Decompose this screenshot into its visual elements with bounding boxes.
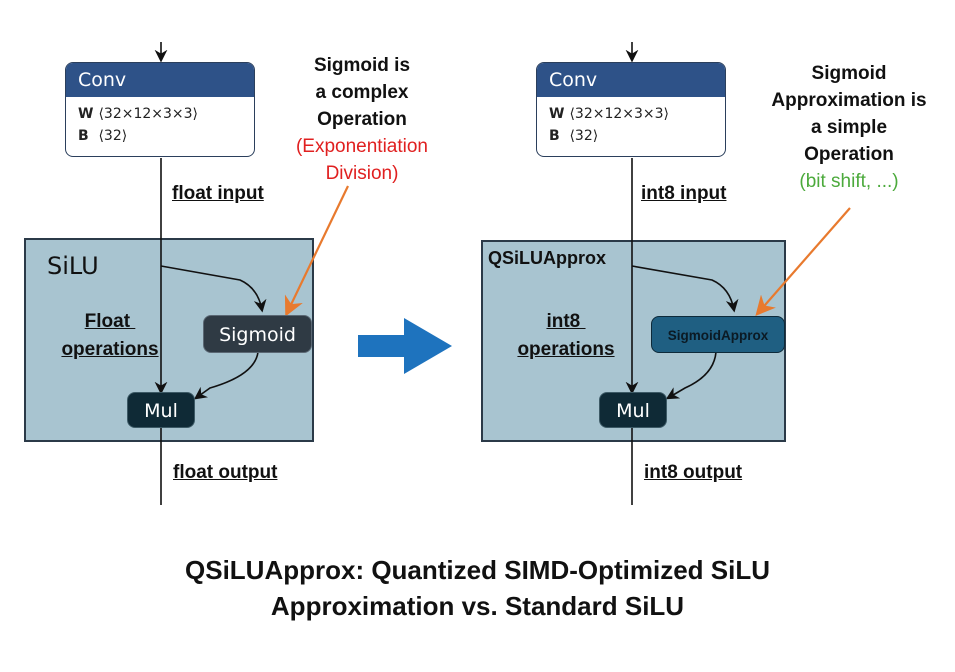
left-note-line-3: Operation xyxy=(317,109,407,130)
left-sigmoid-to-mul-edge xyxy=(193,351,259,400)
left-ops-label: Float operations xyxy=(60,308,160,364)
figure-title-line-1: QSiLUApprox: Quantized SIMD-Optimized Si… xyxy=(185,555,770,585)
right-sigmoid-approx-node: SigmoidApprox xyxy=(651,316,785,353)
right-conv-title: Conv xyxy=(537,63,725,97)
figure-title-line-2: Approximation vs. Standard SiLU xyxy=(270,591,685,621)
right-note-detail-1: (bit shift, ...) xyxy=(799,171,899,192)
right-ops-label-line1: int8 xyxy=(546,311,586,332)
left-note-detail-2: Division) xyxy=(325,163,399,184)
left-mul-node: Mul xyxy=(127,392,195,428)
left-note-line-2: a complex xyxy=(315,82,409,103)
right-note-line-2: Approximation is xyxy=(771,90,927,111)
left-sigmoid-node: Sigmoid xyxy=(203,315,312,353)
left-input-label: float input xyxy=(172,183,264,204)
left-output-label: float output xyxy=(173,462,278,483)
right-ops-label: int8 operations xyxy=(510,308,622,364)
left-ops-label-line1: Float xyxy=(84,311,136,332)
right-pointer-arrow xyxy=(755,207,851,316)
right-flow-lines xyxy=(625,42,739,505)
left-ops-label-line2: operations xyxy=(61,339,159,360)
right-output-label: int8 output xyxy=(644,462,743,483)
right-to-sigmoid-approx-edge xyxy=(631,265,739,313)
right-conv-b-label: B xyxy=(549,128,560,144)
left-conv-b-shape: ⟨32⟩ xyxy=(98,128,128,144)
left-conv-w-shape: ⟨32×12×3×3⟩ xyxy=(98,106,199,122)
right-note-line-4: Operation xyxy=(804,144,894,165)
right-input-label: int8 input xyxy=(641,183,727,204)
right-sigmoid-approx-to-mul-edge xyxy=(665,351,717,400)
right-conv-w-label: W xyxy=(549,106,565,122)
left-conv-b-label: B xyxy=(78,128,89,144)
left-pointer-arrow xyxy=(284,185,349,317)
right-conv-b-shape: ⟨32⟩ xyxy=(569,128,599,144)
left-block-title: SiLU xyxy=(47,252,99,280)
left-conv-title: Conv xyxy=(66,63,254,97)
transform-arrow xyxy=(358,318,452,374)
right-ops-label-line2: operations xyxy=(517,339,615,360)
left-flow-lines xyxy=(154,42,267,505)
left-to-sigmoid-edge xyxy=(160,265,267,313)
right-conv-w-shape: ⟨32×12×3×3⟩ xyxy=(569,106,670,122)
right-note-line-1: Sigmoid xyxy=(811,63,887,84)
left-conv-node: Conv W ⟨32×12×3×3⟩ B ⟨32⟩ xyxy=(65,62,255,157)
right-note: Sigmoid Approximation is a simple Operat… xyxy=(755,60,943,195)
left-note: Sigmoid is a complex Operation (Exponent… xyxy=(282,52,442,187)
left-note-detail-1: (Exponentiation xyxy=(295,136,429,157)
left-conv-w-label: W xyxy=(78,106,94,122)
right-note-line-3: a simple xyxy=(810,117,888,138)
right-mul-node: Mul xyxy=(599,392,667,428)
right-block-title: QSiLUApprox xyxy=(488,248,607,268)
left-note-line-1: Sigmoid is xyxy=(313,55,411,76)
right-conv-node: Conv W ⟨32×12×3×3⟩ B ⟨32⟩ xyxy=(536,62,726,157)
